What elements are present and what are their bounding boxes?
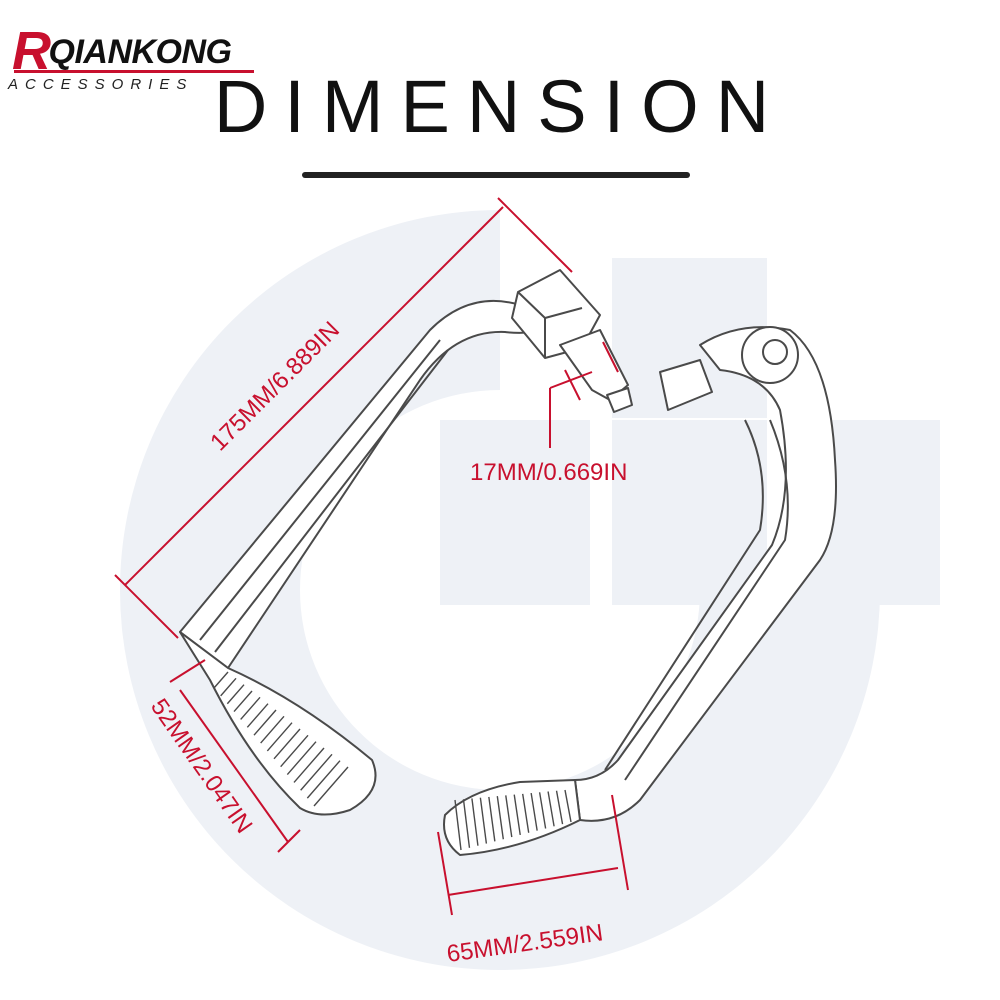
- right-grip-ribs: [454, 789, 572, 851]
- left-lever-guard: [179, 269, 633, 816]
- page-title: DIMENSION: [213, 65, 787, 148]
- mount-diameter-label: 17MM/0.669IN: [470, 459, 627, 486]
- brand-tagline: ACCESSORIES: [8, 76, 194, 93]
- width-dim-line: [447, 867, 619, 896]
- length-dim-line: [124, 206, 504, 586]
- brand-underline: [14, 70, 254, 73]
- grip-dim-line: [179, 689, 289, 843]
- dimension-lines: [114, 197, 629, 916]
- left-grip-ribs: [213, 671, 349, 807]
- brand-name: QIANKONG: [48, 33, 233, 71]
- right-lever-guard: [443, 326, 837, 856]
- title-divider: [302, 172, 690, 178]
